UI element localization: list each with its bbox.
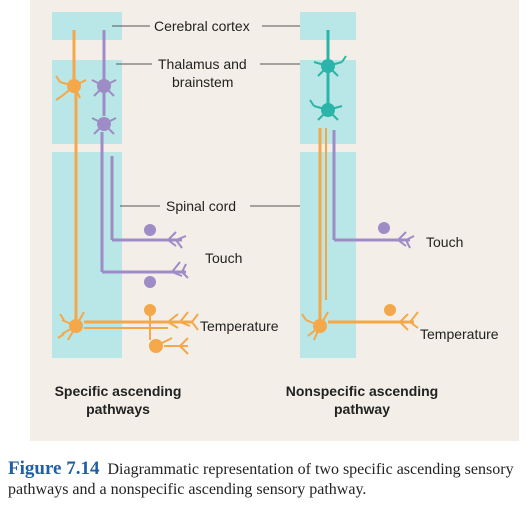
nonspecific-title-line1: Nonspecific ascending (286, 383, 438, 399)
orange-endings (149, 311, 199, 340)
figure-number: Figure 7.14 (8, 458, 100, 479)
left-spinal-region (52, 152, 122, 358)
specific-title-line2: pathways (86, 401, 150, 417)
temperature-label-right: Temperature (420, 326, 499, 342)
temperature-label-left: Temperature (200, 318, 279, 334)
orange-neuron-icon (57, 311, 85, 341)
cerebral-cortex-label: Cerebral cortex (154, 18, 250, 34)
thalamus-label-line1: Thalamus and (158, 56, 247, 72)
orange-endings-2 (155, 337, 189, 355)
thalamus-label-line2: brainstem (172, 74, 233, 90)
purple-ganglion-1 (144, 224, 156, 236)
leader-lines (112, 25, 300, 207)
touch-label-right: Touch (426, 234, 463, 250)
left-regions (52, 12, 122, 358)
orange-neuron-icon (301, 311, 329, 341)
nonspecific-title-line2: pathway (334, 401, 390, 417)
ascending-pathways-diagram: Cerebral cortex Thalamus and brainstem S… (52, 12, 499, 417)
orange-ganglion-cell (144, 304, 156, 316)
teal-neuron-icon (309, 99, 343, 121)
caption-text: Diagrammatic representation of two speci… (8, 461, 514, 498)
purple-ganglion-2 (144, 276, 156, 288)
purple-endings-1 (167, 231, 187, 249)
purple-nonspecific-endings (397, 231, 415, 249)
teal-neuron-icon (313, 55, 347, 77)
figure-caption: Figure 7.14 Diagrammatic representation … (8, 459, 528, 500)
nonspecific-pathway-right (301, 30, 419, 341)
purple-neuron-icon (91, 117, 117, 135)
right-spinal-region (300, 152, 356, 358)
purple-neuron-icon (91, 79, 117, 97)
orange-neuron-icon (55, 75, 87, 101)
orange-nonspecific-endings (399, 311, 419, 331)
specific-title-line1: Specific ascending (55, 383, 182, 399)
purple-touch-pathways-left (91, 30, 189, 288)
orange-nonspecific-ganglion (384, 304, 396, 316)
orange-temperature-pathway-left (55, 30, 199, 355)
purple-nonspecific-ganglion (378, 222, 390, 234)
touch-label-left: Touch (205, 250, 242, 266)
purple-endings-2 (171, 261, 189, 279)
spinal-cord-label: Spinal cord (166, 198, 236, 214)
left-cortex-region (52, 12, 122, 40)
